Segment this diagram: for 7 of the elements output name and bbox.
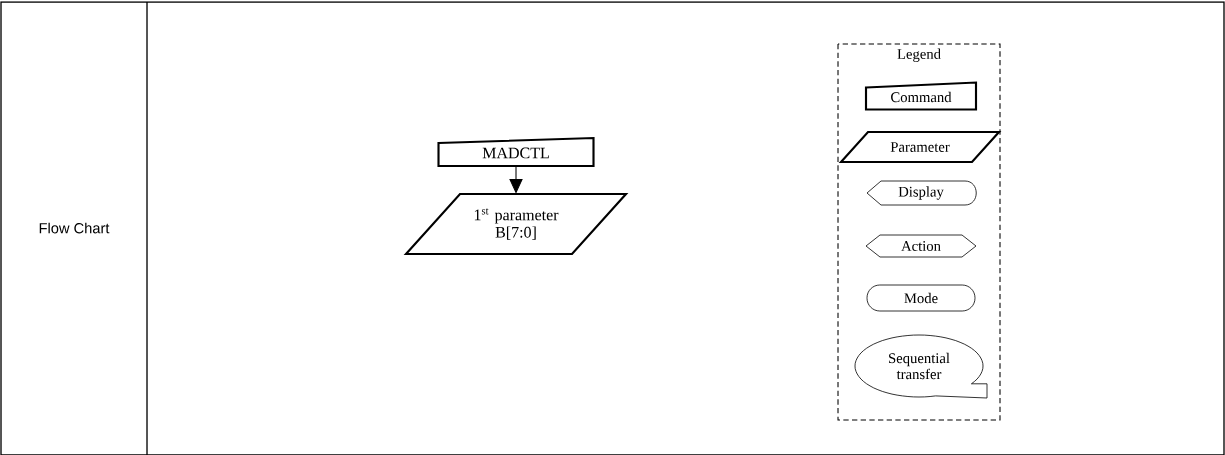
command-box: Command <box>864 81 978 111</box>
sequential-transfer-shape: Sequential transfer <box>854 334 988 399</box>
command-box: MADCTL <box>437 136 595 168</box>
display-shape: Display <box>866 180 977 206</box>
row-header: Flow Chart <box>39 222 110 234</box>
mode-terminator: Mode <box>866 284 976 312</box>
action-hexagon: Action <box>865 234 977 258</box>
